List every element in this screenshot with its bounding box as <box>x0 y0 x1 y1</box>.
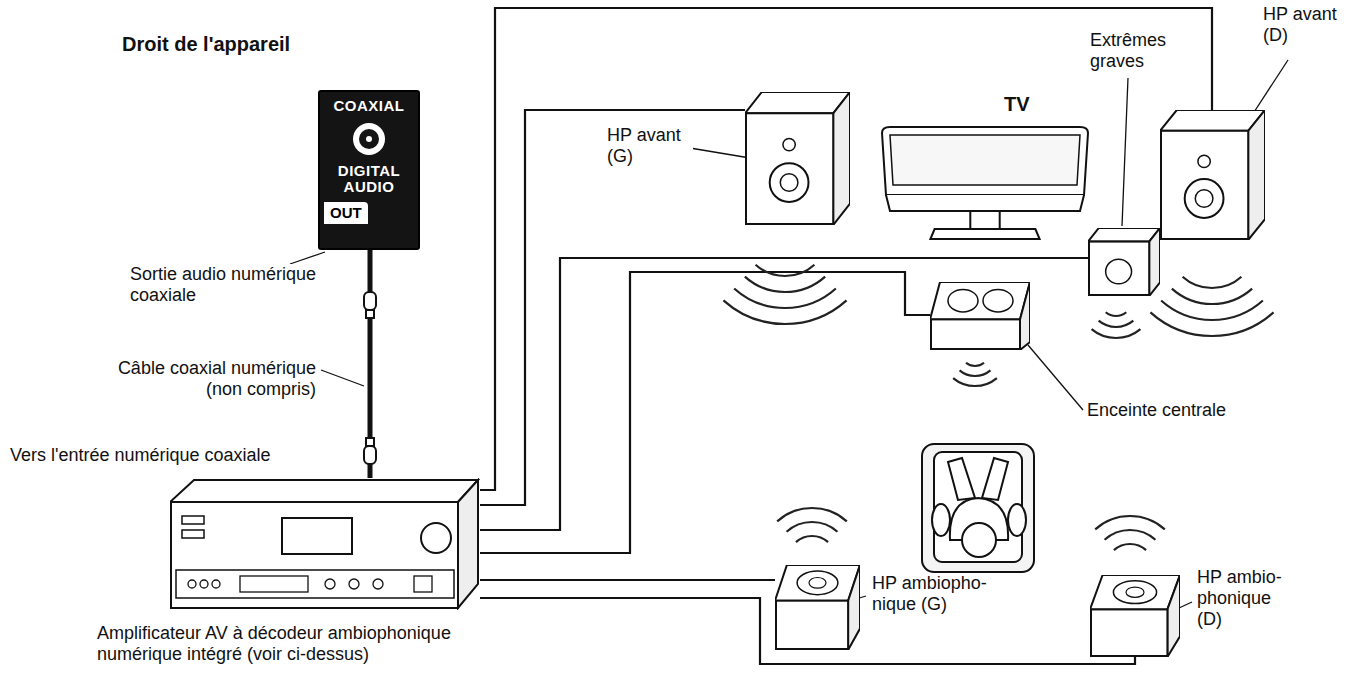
sound-wave <box>1105 530 1156 540</box>
sound-wave <box>777 508 847 521</box>
sound-wave <box>953 378 997 386</box>
speaker-wire <box>480 258 1088 530</box>
sound-wave <box>1172 289 1252 304</box>
speaker: Enceinte centrale <box>930 282 1030 350</box>
coaxial-jack <box>349 119 389 159</box>
speaker-wire <box>480 579 775 581</box>
part-label: HP avant (D) <box>1261 4 1345 46</box>
speaker: Extrêmes graves <box>1088 228 1160 296</box>
sound-wave <box>734 288 836 308</box>
speaker: HP avant (D) <box>1160 110 1265 240</box>
heading-label: Droit de l'appareil <box>120 33 292 57</box>
sound-wave <box>1106 312 1127 316</box>
connector-layer <box>370 8 1212 664</box>
listener-figure <box>922 444 1034 572</box>
sound-wave <box>796 536 828 542</box>
sound-wave <box>1150 312 1273 336</box>
sound-wave <box>1114 544 1146 550</box>
part-label: HP avant (G) <box>605 125 693 167</box>
sound-wave <box>756 265 815 276</box>
part-label: HP ambio- phonique (D) <box>1195 567 1297 631</box>
speaker-wire <box>480 598 1135 664</box>
jack-label: DIGITAL AUDIO <box>324 163 414 196</box>
speaker-wire <box>480 272 930 553</box>
part-label: Enceinte centrale <box>1085 400 1228 421</box>
surround-drawing <box>1090 575 1180 657</box>
av-amplifier: Amplificateur AV à décodeur ambiophoniqu… <box>170 478 480 610</box>
tv-drawing <box>880 125 1090 245</box>
sub-drawing <box>1088 228 1160 296</box>
sound-wave <box>723 300 846 324</box>
jack-label: OUT <box>324 202 368 225</box>
leader-lines <box>290 60 1288 614</box>
speaker: HP ambiopho- nique (G) <box>775 565 860 650</box>
connector-panel: COAXIAL DIGITAL AUDIO OUT <box>318 90 420 250</box>
part-label: HP ambiopho- nique (G) <box>870 573 999 615</box>
sound-wave <box>960 370 991 376</box>
speaker-drawing <box>745 92 850 225</box>
cable-plugs <box>364 292 376 464</box>
speaker-drawing <box>1160 110 1265 240</box>
tv-label: TV <box>1002 93 1032 117</box>
part-label: Extrêmes graves <box>1088 30 1188 72</box>
surround-drawing <box>775 565 860 650</box>
sound-wave <box>787 522 838 532</box>
sound-wave <box>745 277 825 292</box>
part-label: Amplificateur AV à décodeur ambiophoniqu… <box>95 623 529 665</box>
jack-label: COAXIAL <box>334 98 405 115</box>
sound-wave <box>1095 516 1165 529</box>
center-drawing <box>930 282 1030 350</box>
speaker-wire <box>480 110 745 505</box>
sound-wave <box>1092 329 1141 338</box>
sound-wave <box>1099 321 1134 327</box>
tv-set: TV <box>880 125 1090 245</box>
sound-wave <box>966 363 984 366</box>
callout-label: Câble coaxial numérique (non compris) <box>78 358 318 400</box>
sound-wave <box>1161 300 1263 320</box>
callout-label: Sortie audio numérique coaxiale <box>128 264 322 306</box>
sound-waves <box>723 265 1273 550</box>
sound-wave <box>1183 277 1242 288</box>
speaker: HP avant (G) <box>745 92 850 225</box>
speaker: HP ambio- phonique (D) <box>1090 575 1180 657</box>
amp-drawing <box>170 478 480 610</box>
callout-label: Vers l'entrée numérique coaxiale <box>8 445 273 466</box>
